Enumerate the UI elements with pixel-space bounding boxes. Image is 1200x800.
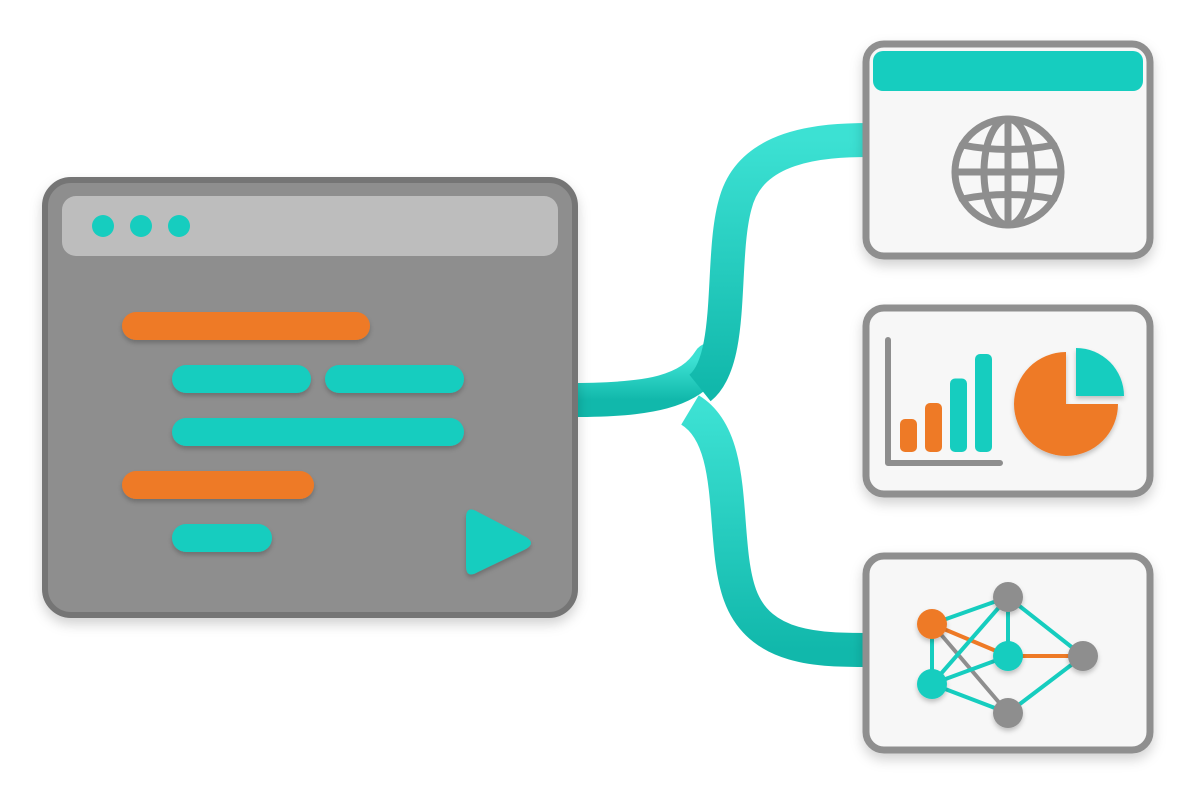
- browser-header-bar: [873, 51, 1143, 91]
- mini-chart-bar: [975, 354, 992, 452]
- editor-frame: [42, 177, 578, 618]
- network-node: [917, 669, 947, 699]
- network-graph-icon: [917, 582, 1098, 728]
- output-card-web: [862, 40, 1154, 260]
- network-node: [993, 698, 1023, 728]
- network-node: [993, 641, 1023, 671]
- editor-titlebar: [62, 196, 558, 256]
- branch-connector: [555, 123, 872, 667]
- bar-chart-icon: [885, 337, 1003, 466]
- network-node: [1068, 641, 1098, 671]
- mini-chart-bar: [925, 403, 942, 452]
- mini-bars: [900, 354, 992, 452]
- code-line-bar: [122, 471, 314, 499]
- network-node: [993, 582, 1023, 612]
- code-line-bar: [172, 418, 464, 446]
- network-edge: [930, 595, 1010, 686]
- output-card-network: [862, 552, 1154, 754]
- mini-chart-bar: [900, 419, 917, 452]
- window-dot-icon: [92, 215, 114, 237]
- network-node: [917, 609, 947, 639]
- code-line-bar: [172, 365, 311, 393]
- network-edge: [1006, 654, 1085, 715]
- connector-branch-top: [687, 123, 871, 402]
- pie-chart-icon: [1014, 348, 1124, 456]
- mini-chart-bar: [950, 378, 967, 452]
- card-frame: [862, 304, 1154, 498]
- globe-icon: [951, 115, 1065, 229]
- connector-branch-bottom: [679, 395, 871, 667]
- code-editor-window: [42, 177, 578, 618]
- window-dot-icon: [130, 215, 152, 237]
- window-dot-icon: [168, 215, 190, 237]
- pie-slice-large: [1014, 352, 1118, 456]
- code-line-bar: [325, 365, 464, 393]
- code-line-bar: [172, 524, 272, 552]
- play-icon[interactable]: [466, 509, 531, 575]
- code-line-bar: [122, 312, 370, 340]
- code-lines: [122, 312, 464, 552]
- network-edge: [1006, 595, 1085, 658]
- chart-axis: [885, 337, 1003, 466]
- pie-slice-small: [1076, 348, 1124, 396]
- output-card-analytics: [862, 304, 1154, 498]
